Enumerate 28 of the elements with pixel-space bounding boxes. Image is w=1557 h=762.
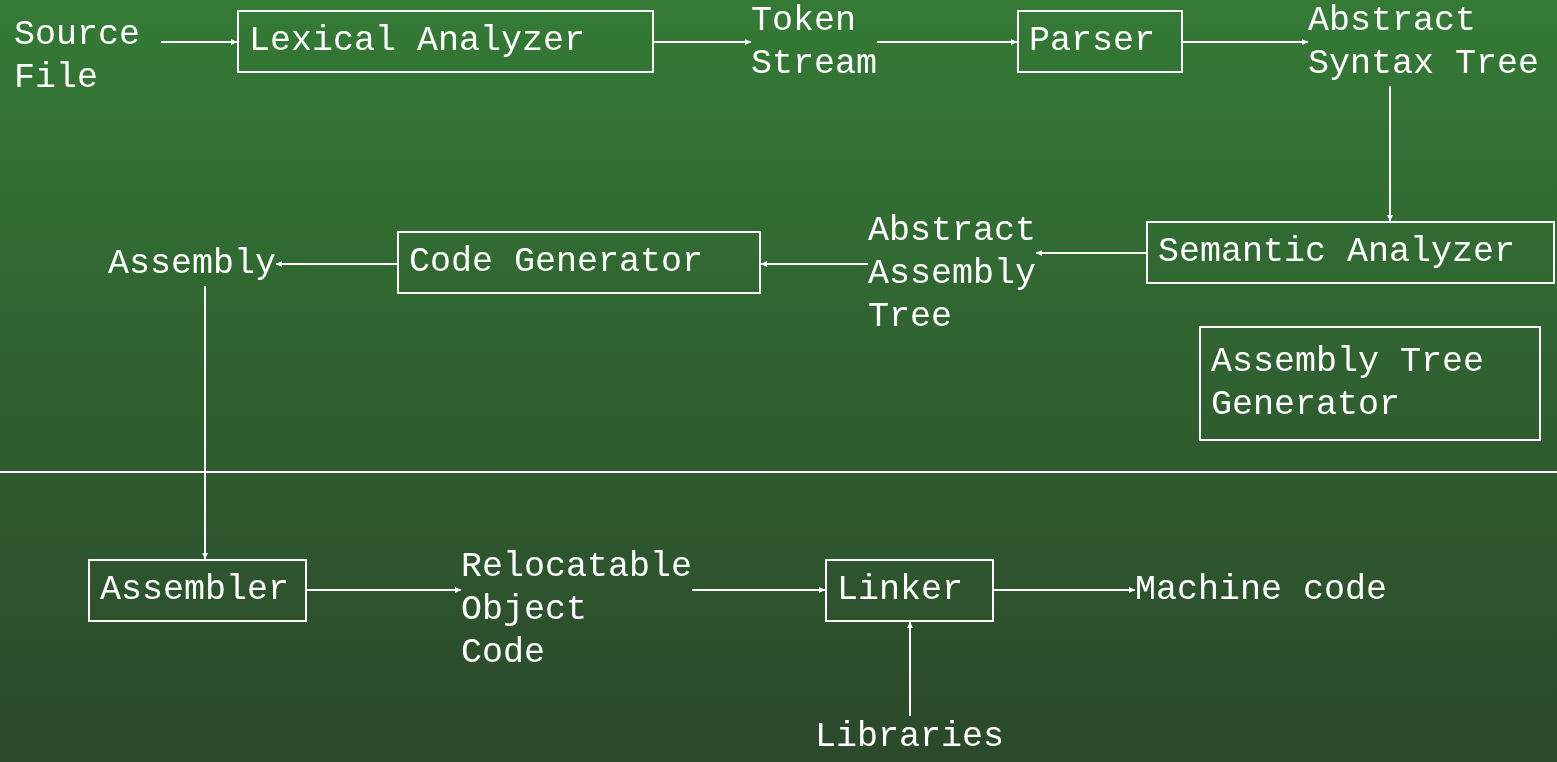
- data-label: Source File: [14, 14, 161, 100]
- data-label: Assembly: [108, 243, 277, 286]
- arrow: [1035, 250, 1147, 256]
- arrow: [1182, 39, 1309, 45]
- data-label: Token Stream: [751, 0, 877, 86]
- arrow: [1387, 85, 1393, 222]
- process-box: Parser: [1017, 10, 1183, 73]
- data-label: Abstract Syntax Tree: [1308, 0, 1540, 86]
- process-box: Linker: [825, 559, 994, 622]
- arrow: [691, 587, 826, 593]
- arrow: [306, 587, 462, 593]
- data-label: Relocatable Object Code: [461, 546, 693, 675]
- process-box: Assembly Tree Generator: [1199, 326, 1541, 441]
- arrow: [202, 285, 208, 560]
- arrow: [907, 621, 913, 717]
- data-label: Abstract Assembly Tree: [868, 210, 1036, 339]
- arrow: [160, 39, 238, 45]
- process-box: Assembler: [88, 559, 307, 622]
- arrow: [876, 39, 1018, 45]
- arrow: [993, 587, 1136, 593]
- arrow: [275, 261, 398, 267]
- process-box: Lexical Analyzer: [237, 10, 654, 73]
- arrow: [653, 39, 752, 45]
- process-box: Semantic Analyzer: [1146, 221, 1555, 284]
- arrow: [760, 261, 869, 267]
- process-box: Code Generator: [397, 231, 761, 294]
- data-label: Machine code: [1135, 569, 1388, 612]
- data-label: Libraries: [815, 716, 1005, 759]
